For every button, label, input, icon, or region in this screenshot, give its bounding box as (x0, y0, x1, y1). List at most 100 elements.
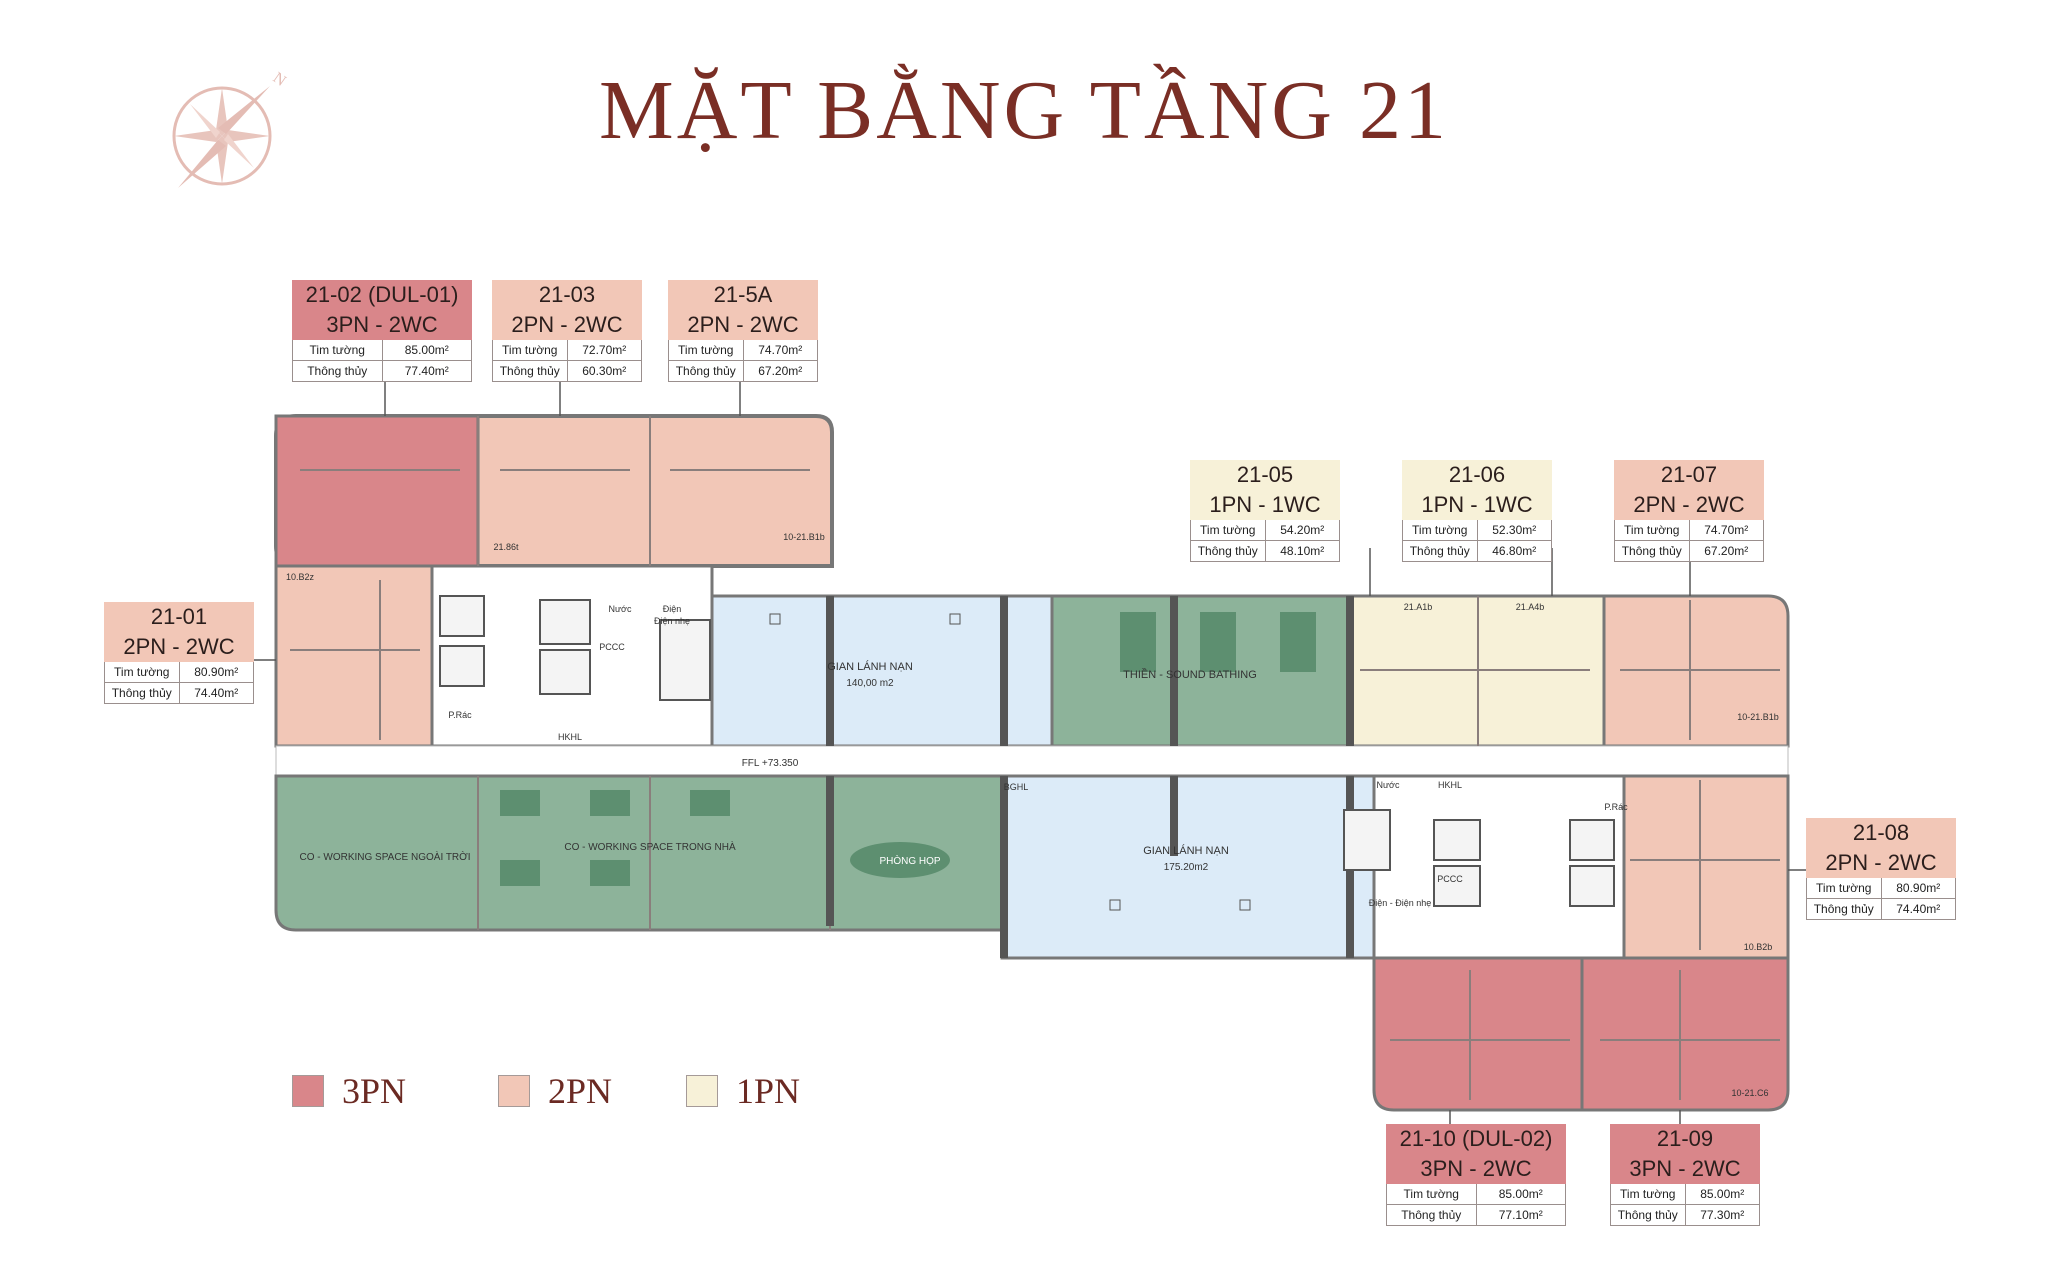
area-clear-value: 77.40m² (404, 364, 449, 378)
glass-columns (769, 613, 1251, 911)
area-clear-label: Thông thủy (1611, 1205, 1686, 1225)
area-wall-value: 80.90m² (1896, 881, 1941, 895)
refuge-room-2 (1000, 774, 1376, 960)
unit-card-21-10[interactable]: 21-10 (DUL-02) 3PN - 2WC Tim tường 85.00m… (1386, 1124, 1566, 1226)
area-wall-label: Tim tường (1611, 1184, 1686, 1204)
unit-type: 1PN - 1WC (1190, 490, 1340, 520)
unit-code-a1b: 21.A1b (1404, 602, 1433, 612)
unit-code: 21-05 (1190, 460, 1340, 490)
area-wall-value: 74.70m² (758, 343, 803, 357)
unit-21-01-area (274, 564, 434, 748)
low-voltage-room-label: Điện nhẹ (654, 616, 690, 626)
page-title: MẶT BẰNG TẦNG 21 (599, 64, 1449, 157)
area-clear-label: Thông thủy (1191, 541, 1266, 561)
area-wall-value: 74.70m² (1704, 523, 1749, 537)
refuge-room-1 (710, 594, 1054, 748)
area-clear-label: Thông thủy (105, 683, 180, 703)
unit-code-c6: 10-21.C6 (1731, 1088, 1768, 1098)
unit-type: 3PN - 2WC (292, 310, 472, 340)
unit-code: 21-01 (104, 602, 254, 632)
unit-code: 21-5A (668, 280, 818, 310)
area-clear-value: 77.30m² (1700, 1208, 1745, 1222)
unit-code-b1b-top: 10-21.B1b (783, 532, 825, 542)
coworking-outdoor-label: CO - WORKING SPACE NGOÀI TRỜI (300, 850, 471, 863)
area-wall-row: Tim tường 85.00m² (1610, 1184, 1760, 1205)
unit-code-b1b-right: 10-21.B1b (1737, 712, 1779, 722)
water-east-label: Nước (1377, 780, 1400, 790)
water-room-label: Nước (609, 604, 632, 614)
unit-type: 2PN - 2WC (1806, 848, 1956, 878)
refuge-room-2-label: GIAN LÁNH NẠN (1143, 844, 1229, 857)
unit-type: 2PN - 2WC (668, 310, 818, 340)
unit-code: 21-08 (1806, 818, 1956, 848)
unit-type: 3PN - 2WC (1386, 1154, 1566, 1184)
area-clear-row: Thông thủy 77.10m² (1386, 1205, 1566, 1226)
unit-code-2186t: 21.86t (493, 542, 519, 552)
unit-code-b2b: 10.B2b (1744, 942, 1773, 952)
garbage-room-label-west: P.Rác (448, 710, 472, 720)
area-clear-value: 74.40m² (1896, 902, 1941, 916)
unit-code: 21-09 (1610, 1124, 1760, 1154)
area-wall-value: 54.20m² (1280, 523, 1325, 537)
area-wall-value: 85.00m² (1498, 1187, 1543, 1201)
unit-type: 2PN - 2WC (492, 310, 642, 340)
area-clear-value: 46.80m² (1492, 544, 1537, 558)
unit-code-a4b: 21.A4b (1516, 602, 1545, 612)
area-wall-row: Tim tường 74.70m² (668, 340, 818, 361)
area-clear-label: Thông thủy (669, 361, 744, 381)
area-clear-label: Thông thủy (1387, 1205, 1477, 1225)
unit-type: 2PN - 2WC (1614, 490, 1764, 520)
coworking-area (274, 774, 1004, 932)
area-clear-row: Thông thủy 77.40m² (292, 361, 472, 382)
corridor (275, 745, 1789, 777)
unit-code: 21-10 (DUL-02) (1386, 1124, 1566, 1154)
unit-card-21-5a[interactable]: 21-5A 2PN - 2WC Tim tường 74.70m² Thông t… (668, 280, 818, 382)
area-clear-label: Thông thủy (1807, 899, 1882, 919)
hkhl-label-west: HKHL (558, 732, 582, 742)
refuge-room-1-label: GIAN LÁNH NẠN (827, 660, 913, 673)
area-clear-value: 67.20m² (758, 364, 803, 378)
sound-bathing-label: THIỀN - SOUND BATHING (1123, 668, 1257, 681)
area-wall-row: Tim tường 85.00m² (1386, 1184, 1566, 1205)
legend-2pn: 2PN (498, 1070, 612, 1112)
area-wall-value: 85.00m² (1700, 1187, 1745, 1201)
area-clear-value: 74.40m² (194, 686, 239, 700)
area-clear-label: Thông thủy (1615, 541, 1690, 561)
area-clear-label: Thông thủy (493, 361, 568, 381)
unit-code: 21-06 (1402, 460, 1552, 490)
legend-1pn: 1PN (686, 1070, 800, 1112)
electrical-room-label: Điện (663, 604, 682, 614)
area-wall-label: Tim tường (105, 662, 180, 682)
unit-code: 21-07 (1614, 460, 1764, 490)
coworking-indoor-label: CO - WORKING SPACE TRONG NHÀ (564, 840, 736, 853)
legend-swatch-3pn (292, 1075, 324, 1107)
unit-card-21-09[interactable]: 21-09 3PN - 2WC Tim tường 85.00m² Thông t… (1610, 1124, 1760, 1226)
area-wall-label: Tim tường (1387, 1184, 1477, 1204)
area-clear-row: Thông thủy 77.30m² (1610, 1205, 1760, 1226)
area-clear-label: Thông thủy (293, 361, 383, 381)
area-wall-label: Tim tường (669, 340, 744, 360)
legend-label-2pn: 2PN (548, 1071, 613, 1111)
unit-code-b2z: 10.B2z (286, 572, 315, 582)
compass-rose-icon: N (172, 69, 289, 188)
unit-type: 3PN - 2WC (1610, 1154, 1760, 1184)
area-wall-value: 85.00m² (404, 343, 449, 357)
area-wall-label: Tim tường (293, 340, 383, 360)
area-clear-value: 77.10m² (1498, 1208, 1543, 1222)
area-wall-row: Tim tường 85.00m² (292, 340, 472, 361)
